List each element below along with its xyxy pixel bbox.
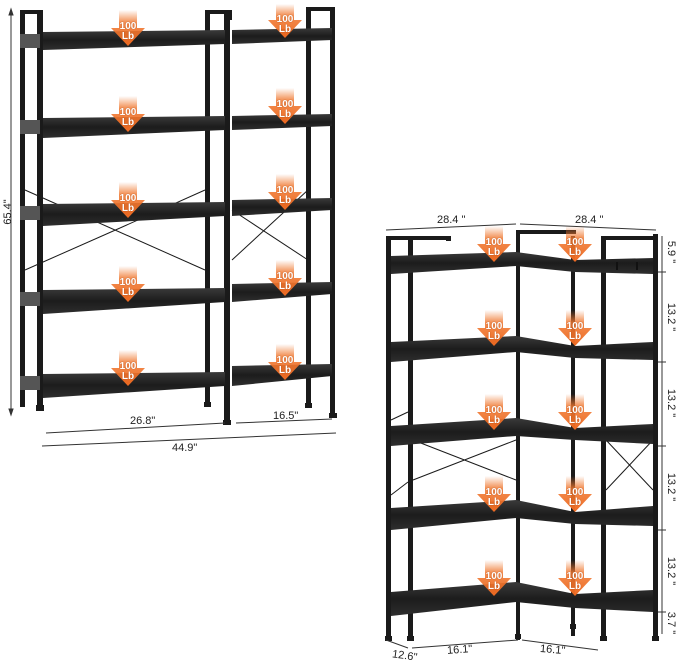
load-arrow-icons bbox=[111, 4, 592, 596]
left-total-width-label: 44.9" bbox=[172, 442, 198, 454]
corner-shelf-spacing-label: 13.2 " bbox=[665, 556, 677, 586]
left-height-label: 65.4" bbox=[2, 199, 14, 225]
corner-top-width-left-label: 28.4 " bbox=[437, 214, 466, 226]
left-width-left-label: 26.8" bbox=[130, 415, 156, 427]
corner-shelf-spacing-label: 3.7 " bbox=[665, 611, 677, 635]
corner-unit-braces bbox=[390, 411, 654, 496]
corner-shelf-spacing-label: 5.9 " bbox=[665, 240, 677, 264]
corner-unit-dimension-lines bbox=[385, 223, 666, 651]
corner-shelf-spacing-label: 13.2 " bbox=[665, 388, 677, 418]
corner-shelf-spacing-label: 13.2 " bbox=[665, 302, 677, 332]
corner-inner-left-label: 16.1" bbox=[446, 643, 473, 657]
corner-inner-right-label: 16.1" bbox=[539, 642, 566, 658]
corner-top-width-right-label: 28.4 " bbox=[575, 214, 604, 226]
corner-unit-shelves bbox=[391, 252, 653, 616]
left-unit-dimension-lines bbox=[8, 7, 337, 447]
corner-shelf-spacing-label: 13.2 " bbox=[665, 472, 677, 502]
left-unit-shelves bbox=[20, 28, 332, 398]
left-width-right-label: 16.5" bbox=[273, 410, 299, 422]
